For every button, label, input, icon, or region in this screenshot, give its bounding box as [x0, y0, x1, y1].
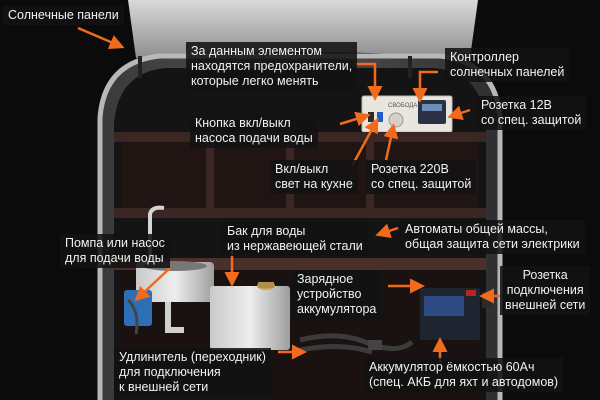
- callout-charger: Зарядное устройство аккумулятора: [292, 270, 382, 319]
- solar-controller-display: [418, 100, 446, 124]
- callout-fuses: За данным элементом находятся предохрани…: [186, 42, 358, 91]
- socket-220v-shape: [388, 112, 404, 128]
- callout-battery: Аккумулятор ёмкостью 60Ач (спец. АКБ для…: [364, 358, 564, 392]
- external-socket-shape: [482, 292, 492, 308]
- callout-water-tank: Бак для воды из нержавеющей стали: [222, 222, 368, 256]
- callout-socket-220v: Розетка 220В со спец. защитой: [366, 160, 477, 194]
- panel-brand-text: СВОБОДА: [388, 103, 417, 109]
- callout-kitchen-light: Вкл/выкл свет на кухне: [270, 160, 358, 194]
- callout-external-socket: Розетка подключения внешней сети: [500, 266, 591, 315]
- water-tank-shape: [210, 286, 290, 350]
- callout-solar-controller: Контроллер солнечных панелей: [445, 48, 570, 82]
- callout-breakers: Автоматы общей массы, общая защита сети …: [400, 220, 585, 254]
- faucet: [148, 205, 165, 262]
- callout-extension-cord: Удлинитель (переходник) для подключения …: [114, 348, 271, 397]
- light-switch-shape: [377, 112, 383, 122]
- callout-pump: Помпа или насос для подачи воды: [60, 234, 170, 268]
- callout-socket-12v: Розетка 12В со спец. защитой: [476, 96, 587, 130]
- callout-pump-button: Кнопка вкл/выкл насоса подачи воды: [190, 114, 318, 148]
- pump-switch-shape: [368, 112, 374, 122]
- callout-solar-panels: Солнечные панели: [3, 6, 124, 25]
